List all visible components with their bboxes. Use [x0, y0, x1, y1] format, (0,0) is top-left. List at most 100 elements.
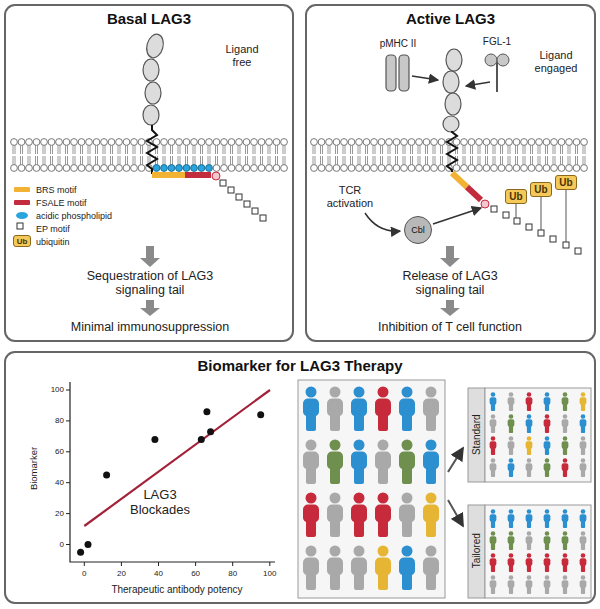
lipid-tail — [500, 156, 501, 165]
acidic-phospholipid — [191, 165, 198, 172]
lipid-head — [348, 139, 355, 146]
patient-icon — [562, 575, 569, 594]
lipid-tail — [58, 145, 59, 154]
lipid-tail — [127, 156, 128, 165]
legs — [545, 425, 549, 433]
pmhc-ii-ligand — [386, 55, 409, 91]
tick-label: 100 — [40, 385, 64, 394]
lipid-tail — [255, 145, 256, 154]
lipid-head — [513, 165, 520, 172]
patient-icon — [423, 546, 439, 591]
lipid-tail — [270, 145, 271, 154]
legend-item: FSALE motif — [12, 196, 87, 209]
head — [426, 440, 437, 451]
lipid-head — [431, 139, 438, 146]
patient-icon — [580, 414, 587, 433]
tick — [66, 451, 70, 452]
lipid-tail — [547, 156, 548, 165]
lipid-head — [386, 139, 393, 146]
lipid-head — [138, 165, 145, 172]
lipid-tail — [245, 145, 246, 154]
legs — [563, 447, 567, 455]
lipid-tail — [215, 145, 216, 154]
node-label: Ub — [17, 237, 28, 246]
ubiquitin-tag: Ub — [13, 235, 31, 247]
lipid-tail — [200, 145, 201, 154]
lipid-tail — [380, 156, 381, 165]
lipid-head — [543, 165, 550, 172]
lipid-tail — [193, 145, 194, 154]
lipid-head — [168, 139, 175, 146]
legs — [402, 519, 412, 537]
fgl1-ligand — [485, 54, 509, 92]
lipid-head — [228, 165, 235, 172]
ep-motif — [503, 212, 509, 218]
lipid-head — [386, 165, 393, 172]
legend-sample-slot — [12, 222, 32, 235]
lipid-head — [26, 165, 33, 172]
legs — [491, 425, 495, 433]
lipid-tail — [73, 156, 74, 165]
lipid-head — [191, 139, 198, 146]
patient-icon — [562, 553, 569, 572]
lipid-tail — [210, 156, 211, 165]
lipid-tail — [88, 145, 89, 154]
lipid-head — [228, 139, 235, 146]
linker-site — [212, 172, 220, 180]
lipid-head — [378, 165, 385, 172]
lipid-head — [18, 139, 25, 146]
lipid-tail — [95, 156, 96, 165]
lipid-tail — [65, 156, 66, 165]
lipid-head — [78, 139, 85, 146]
ubiquitin-tag: Ub — [555, 175, 577, 190]
lipid-tail — [583, 145, 584, 154]
lipid-head — [393, 139, 400, 146]
tick-label: 80 — [221, 569, 245, 578]
lipid-head — [543, 139, 550, 146]
lipid-head — [161, 139, 168, 146]
lipid-head — [476, 139, 483, 146]
legs — [509, 520, 513, 528]
lipid-tail — [185, 156, 186, 165]
tick-label: 40 — [40, 478, 64, 487]
group-tab — [468, 388, 485, 482]
head — [306, 387, 317, 398]
lipid-tail — [517, 156, 518, 165]
head — [426, 546, 437, 557]
legs — [581, 586, 585, 594]
lipid-tail — [110, 156, 111, 165]
legs — [527, 564, 531, 572]
ep-motif — [244, 201, 250, 207]
lipid-tail — [320, 145, 321, 154]
patient-icon — [562, 509, 569, 528]
lipid-head — [416, 139, 423, 146]
lipid-head — [56, 165, 63, 172]
ep-motif — [575, 248, 581, 254]
lipid-tail — [105, 145, 106, 154]
legs — [354, 466, 364, 484]
legs — [378, 413, 388, 431]
lipid-tail — [22, 145, 23, 154]
outcome-text: Minimal immunosuppression — [35, 320, 265, 334]
legs — [378, 519, 388, 537]
lipid-tail — [118, 145, 119, 154]
lipid-head — [86, 139, 93, 146]
cbl-ligase: Cbl — [404, 216, 432, 244]
lipid-head — [581, 139, 588, 146]
patient-icons — [303, 387, 586, 594]
lipid-tail — [65, 145, 66, 154]
lipid-head — [341, 139, 348, 146]
lipid-tail — [30, 145, 31, 154]
lipid-tail — [358, 145, 359, 154]
lipid-tail — [540, 156, 541, 165]
head — [509, 509, 514, 514]
lipid-tail — [343, 145, 344, 154]
head — [491, 575, 496, 580]
lipid-tail — [105, 156, 106, 165]
lipid-tail — [382, 156, 383, 165]
lipid-head — [506, 139, 513, 146]
lipid-tail — [410, 156, 411, 165]
ep-motif — [260, 215, 266, 221]
lipid-tail — [283, 145, 284, 154]
lipid-tail — [487, 156, 488, 165]
